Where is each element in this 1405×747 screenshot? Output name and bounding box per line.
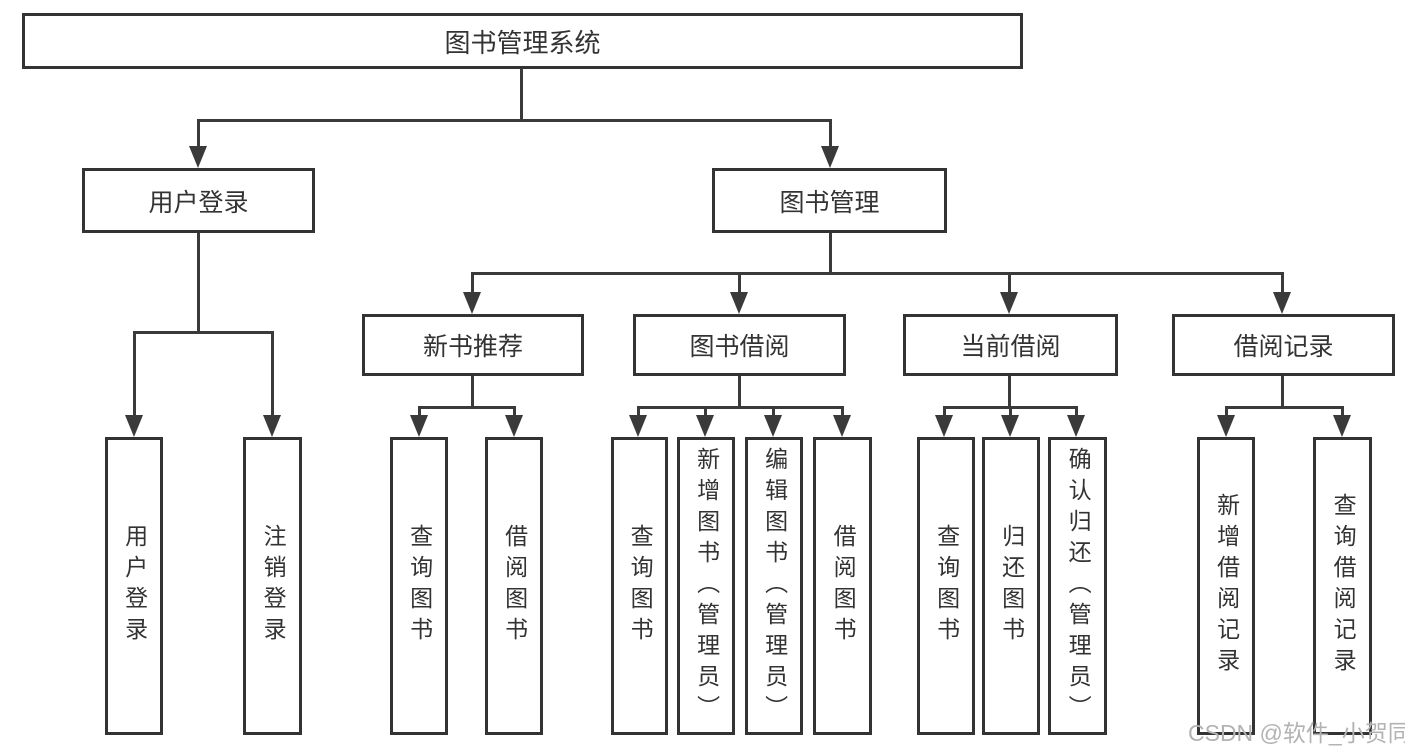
edge-user-login-bar bbox=[133, 331, 274, 334]
edge-drop bbox=[943, 406, 946, 417]
leaf-query-borrow-record: 查询借阅记录 bbox=[1313, 437, 1372, 735]
arrowhead-icon bbox=[1000, 292, 1018, 314]
edge-drop bbox=[1009, 406, 1012, 417]
edge-drop bbox=[1075, 406, 1078, 417]
edge-new-book-bar bbox=[418, 406, 516, 409]
arrowhead-icon bbox=[1067, 415, 1085, 437]
node-new-book-recommendation: 新书推荐 bbox=[362, 314, 584, 376]
leaf-query-books-1: 查询图书 bbox=[390, 437, 448, 735]
arrowhead-icon bbox=[833, 415, 851, 437]
leaf-query-books-3: 查询图书 bbox=[917, 437, 975, 735]
leaf-add-books-admin: 新增图书（管理员） bbox=[677, 437, 735, 735]
arrowhead-icon bbox=[1273, 292, 1291, 314]
arrowhead-icon bbox=[935, 415, 953, 437]
csdn-watermark: CSDN @软件_小贺同学 bbox=[1188, 720, 1405, 746]
edge-drop-borrow-record bbox=[1281, 272, 1284, 294]
leaf-return-books: 归还图书 bbox=[982, 437, 1040, 735]
arrowhead-icon bbox=[1217, 415, 1235, 437]
arrowhead-icon bbox=[730, 292, 748, 314]
arrowhead-icon bbox=[1333, 415, 1351, 437]
edge-drop-new-book bbox=[471, 272, 474, 294]
edge-drop bbox=[418, 406, 421, 417]
edge-drop-leaf-logout bbox=[271, 331, 274, 417]
arrowhead-icon bbox=[821, 146, 839, 168]
edge-drop bbox=[772, 406, 775, 417]
leaf-user-login: 用户登录 bbox=[105, 437, 163, 735]
edge-user-login-stem bbox=[197, 233, 200, 333]
arrowhead-icon bbox=[1001, 415, 1019, 437]
edge-drop-user-login bbox=[197, 119, 200, 149]
edge-drop-leaf-user-login bbox=[133, 331, 136, 417]
leaf-borrow-books-1: 借阅图书 bbox=[485, 437, 543, 735]
leaf-edit-books-admin: 编辑图书（管理员） bbox=[745, 437, 803, 735]
leaf-label: 查询借阅记录 bbox=[1330, 493, 1357, 679]
edge-drop bbox=[1225, 406, 1228, 417]
arrowhead-icon bbox=[189, 146, 207, 168]
edge-book-borrow-stem bbox=[738, 376, 741, 408]
leaf-label: 注销登录 bbox=[260, 524, 287, 648]
leaf-borrow-books-2: 借阅图书 bbox=[813, 437, 872, 735]
node-book-management: 图书管理 bbox=[712, 168, 947, 233]
edge-new-book-stem bbox=[471, 376, 474, 408]
edge-drop bbox=[841, 406, 844, 417]
edge-book-borrow-bar bbox=[637, 406, 844, 409]
arrowhead-icon bbox=[410, 415, 428, 437]
node-current-borrowing: 当前借阅 bbox=[903, 314, 1118, 376]
edge-borrow-record-bar bbox=[1225, 406, 1343, 409]
leaf-query-books-2: 查询图书 bbox=[611, 437, 668, 735]
leaf-add-borrow-record: 新增借阅记录 bbox=[1197, 437, 1255, 735]
edge-drop-book-management bbox=[829, 119, 832, 149]
leaf-label: 确认归还（管理员） bbox=[1065, 446, 1092, 726]
edge-book-mgmt-bar bbox=[471, 272, 1284, 275]
edge-drop bbox=[704, 406, 707, 417]
edge-drop-current-borrow bbox=[1008, 272, 1011, 294]
node-borrowing-records: 借阅记录 bbox=[1172, 314, 1395, 376]
edge-current-borrow-stem bbox=[1008, 376, 1011, 408]
edge-drop bbox=[513, 406, 516, 417]
arrowhead-icon bbox=[505, 415, 523, 437]
node-book-borrowing: 图书借阅 bbox=[633, 314, 846, 376]
leaf-label: 新增借阅记录 bbox=[1213, 493, 1240, 679]
leaf-label: 借阅图书 bbox=[501, 524, 528, 648]
edge-root-stem bbox=[520, 68, 523, 121]
node-user-login: 用户登录 bbox=[82, 168, 315, 233]
leaf-confirm-return-admin: 确认归还（管理员） bbox=[1048, 437, 1107, 735]
edge-drop bbox=[1341, 406, 1344, 417]
arrowhead-icon bbox=[463, 292, 481, 314]
leaf-label: 查询图书 bbox=[406, 524, 433, 648]
leaf-label: 查询图书 bbox=[933, 524, 960, 648]
node-library-management-system: 图书管理系统 bbox=[22, 13, 1023, 69]
edge-root-bar bbox=[197, 119, 832, 122]
arrowhead-icon bbox=[125, 415, 143, 437]
arrowhead-icon bbox=[629, 415, 647, 437]
arrowhead-icon bbox=[764, 415, 782, 437]
arrowhead-icon bbox=[263, 415, 281, 437]
edge-drop-book-borrow bbox=[738, 272, 741, 294]
edge-borrow-record-stem bbox=[1281, 376, 1284, 408]
edge-book-mgmt-stem bbox=[829, 233, 832, 275]
leaf-label: 用户登录 bbox=[121, 524, 148, 648]
leaf-logout: 注销登录 bbox=[243, 437, 302, 735]
edge-drop bbox=[637, 406, 640, 417]
arrowhead-icon bbox=[696, 415, 714, 437]
leaf-label: 编辑图书（管理员） bbox=[761, 446, 788, 726]
leaf-label: 借阅图书 bbox=[830, 524, 857, 648]
leaf-label: 归还图书 bbox=[998, 524, 1025, 648]
leaf-label: 新增图书（管理员） bbox=[693, 446, 720, 726]
leaf-label: 查询图书 bbox=[627, 524, 654, 648]
